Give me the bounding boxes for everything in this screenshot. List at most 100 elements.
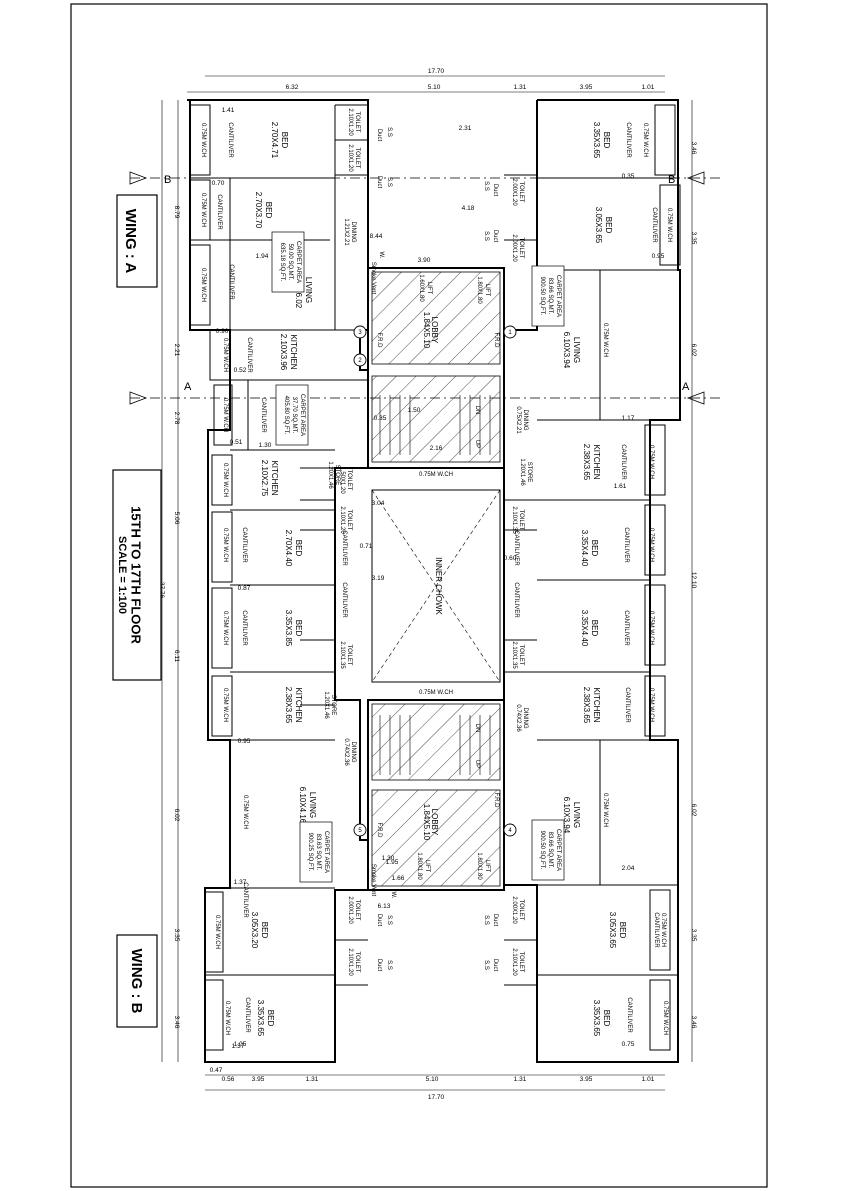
smoke-vent-2: Smoke Vent <box>370 864 376 897</box>
dim-top: 17.70 <box>428 68 445 75</box>
room-name-a-living-3: LIVING <box>308 792 317 818</box>
lift-3-label: LIFT <box>424 860 430 873</box>
small-room-name-toilet-9: TOILET <box>518 645 524 666</box>
dim-right: 3.46 <box>690 142 697 155</box>
cantilever-label: CANTILIVER <box>624 687 630 723</box>
dim-left: 3.46 <box>173 1016 180 1029</box>
duct-6: Duct <box>492 959 498 972</box>
lobby-2-label: LOBBY <box>430 809 439 836</box>
ss-6: S.S <box>483 960 489 970</box>
lift-4-size: 1.80X1.80 <box>476 852 482 880</box>
wch-label: 0.75M W.CH <box>200 123 206 157</box>
small-room-name-dining-4: DINING <box>522 708 528 729</box>
small-room-name-toilet-8: TOILET <box>518 510 524 531</box>
ss-1: S.S <box>386 127 392 137</box>
wch-label: 0.75M W.CH <box>222 528 228 562</box>
room-size-b-bed-4: 3.35X4.40 <box>580 610 589 647</box>
room-size-b-living-2: 6.10X3.94 <box>562 797 571 834</box>
dim-right: 12.10 <box>690 572 697 589</box>
carpet-area-imperial: 900.25 SQ.FT. <box>307 833 313 872</box>
dim-misc: 8.44 <box>370 233 383 240</box>
dim-left: 2.78 <box>173 412 180 425</box>
dim-misc: 1.30 <box>382 855 395 862</box>
small-room-size-toilet-13: 2.10X1.20 <box>347 948 353 976</box>
wch-label: 0.75M W.CH <box>648 528 654 562</box>
stair-mark-4: 4 <box>508 828 512 834</box>
room-name-b-bed-2: BED <box>604 217 613 234</box>
sheet-border <box>70 3 768 1188</box>
room-name-a-kitchen-3: KITCHEN <box>294 687 303 722</box>
wch-label: 0.75M W.CH <box>660 913 666 947</box>
wch-label: 0.75M W.CH <box>200 193 206 227</box>
room-name-b-living-1: LIVING <box>572 337 581 363</box>
room-name-a-bed-1: BED <box>280 132 289 149</box>
duct-2: Duct <box>376 176 382 189</box>
dim-bottom: 1.31 <box>514 1076 527 1083</box>
small-room-name-store-2: STORE <box>526 462 532 483</box>
carpet-area-label: CARPET AREA <box>295 241 301 283</box>
room-name-a-kitchen-2: KITCHEN <box>270 460 279 495</box>
small-room-size-toilet-5: 1.50X1.20 <box>339 466 345 494</box>
room-name-b-bed-6: BED <box>602 1010 611 1027</box>
section-arrow-a-right <box>686 391 705 405</box>
small-room-labels: TOILET2.10X1.20TOILET2.10X1.20TOILET2.00… <box>323 108 532 976</box>
wch-label: 0.75M W.CH <box>222 611 228 645</box>
wch-label: 0.75M W.CH <box>222 338 228 372</box>
wash-2: W. <box>390 892 396 899</box>
cantilever-label: CANTILIVER <box>241 610 247 646</box>
small-room-name-toilet-10: TOILET <box>518 900 524 921</box>
dim-misc: 3.90 <box>418 257 431 264</box>
small-room-name-toilet-3: TOILET <box>518 182 524 203</box>
small-room-name-toilet-2: TOILET <box>354 148 360 169</box>
small-room-size-dining-4: 0.74X2.36 <box>515 704 521 732</box>
dim-misc: 1.37 <box>234 879 247 886</box>
carpet-area-metric: 83.63 SQ.MT. <box>315 834 321 871</box>
dim-misc: 3.04 <box>372 500 385 507</box>
dim-bottom: 3.95 <box>580 1076 593 1083</box>
dim-right: 3.35 <box>690 232 697 245</box>
wch-label: 0.75M W.CH <box>648 688 654 722</box>
small-room-name-toilet-7: TOILET <box>346 645 352 666</box>
stair-mark-2: 2 <box>358 358 362 364</box>
small-room-size-toilet-4: 2.00X1.20 <box>511 234 517 262</box>
cantilever-label: CANTILIVER <box>228 264 234 300</box>
wing-a-label: WING : A <box>122 209 139 274</box>
cantilever-label: CANTILIVER <box>241 527 247 563</box>
dim-misc: 0.60 <box>504 555 517 562</box>
frd-4: F.R.D <box>376 823 382 839</box>
duct-8: Duct <box>376 959 382 972</box>
lobby-2-hatch <box>371 789 501 887</box>
frd-2: F.R.D <box>376 333 382 349</box>
dim-misc: 0.70 <box>212 180 225 187</box>
small-room-size-toilet-7: 2.10X1.35 <box>339 641 345 669</box>
dim-misc: 0.35 <box>622 173 635 180</box>
small-room-name-toilet-1: TOILET <box>354 112 360 133</box>
room-name-a-living-1: LIVING <box>304 277 313 303</box>
duct-5: Duct <box>492 914 498 927</box>
dim-top: 6.32 <box>286 84 299 91</box>
dim-left: 5.06 <box>173 512 180 525</box>
room-size-a-bed-6: 3.35X3.65 <box>256 1000 265 1037</box>
carpet-area-metric: 59.00 SQ.MT. <box>287 244 293 281</box>
dim-misc: 1.66 <box>392 875 405 882</box>
duct-1: Duct <box>376 129 382 142</box>
cantilever-label: CANTILIVER <box>653 912 659 948</box>
inner-chowk-label: INNER CHOWK <box>434 557 443 615</box>
section-arrow-b-right <box>686 171 705 185</box>
carpet-area-label: CARPET AREA <box>555 275 561 317</box>
room-size-b-bed-5: 3.05X3.65 <box>608 912 617 949</box>
dim-bottom: 1.01 <box>642 1076 655 1083</box>
room-size-a-bed-2: 2.70X3.70 <box>254 192 263 229</box>
dim-right: 6.02 <box>690 804 697 817</box>
carpet-area-label: CARPET AREA <box>299 394 305 436</box>
ss-7: S.S <box>386 915 392 925</box>
dim-misc: 0.87 <box>238 585 251 592</box>
section-mark-a-right: A <box>682 381 690 393</box>
stair-1-hatch <box>371 375 501 463</box>
interior-walls <box>189 100 681 1051</box>
carpet-area-imperial: 900.50 SQ.FT. <box>539 831 545 870</box>
dim-left: 6.02 <box>173 809 180 822</box>
dim-misc: 0.47 <box>210 1067 223 1074</box>
